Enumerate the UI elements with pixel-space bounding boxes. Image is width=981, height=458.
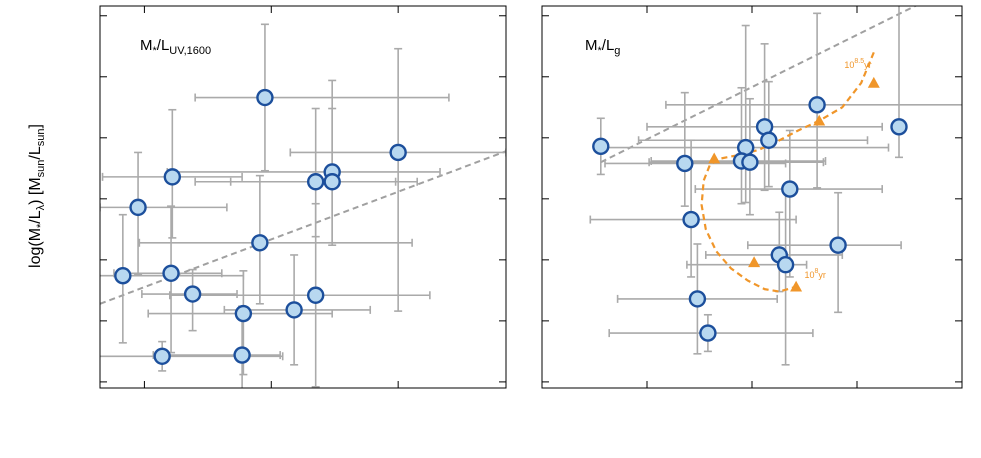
- age-annotation-base: 10: [805, 270, 815, 280]
- age-marker-3: [708, 152, 721, 164]
- data-point-14: [285, 301, 303, 319]
- plot-area: [100, 23, 506, 388]
- error-bar-12: [168, 202, 431, 388]
- y-title-part: sun: [35, 128, 47, 146]
- age-annotation-base: 10: [844, 60, 854, 70]
- age-annotation-1: 108.5yr: [844, 58, 871, 70]
- y-title-part: /L: [27, 210, 44, 223]
- panel-label-uv: M*/LUV,1600: [140, 37, 211, 57]
- label-part: *: [153, 45, 158, 57]
- y-axis-title: log(M*/Lλ) [Msun/Lsun]: [27, 124, 47, 268]
- label-part: UV,1600: [169, 45, 211, 57]
- age-annotation-2: 108yr: [805, 268, 826, 280]
- panel-label-g: M*/Lg: [585, 37, 620, 57]
- data-point-5: [306, 173, 325, 191]
- data-point-14: [776, 256, 795, 274]
- data-point-4: [323, 173, 341, 191]
- data-point-13: [234, 304, 253, 323]
- data-point-11: [682, 210, 700, 229]
- age-marker-1: [867, 76, 880, 88]
- data-point-6: [163, 168, 182, 186]
- data-point-15: [153, 347, 171, 365]
- y-title-part: ) [M: [27, 177, 44, 205]
- trend-line: [100, 150, 506, 305]
- y-title-part: sun: [35, 160, 47, 178]
- label-part: M: [140, 37, 153, 54]
- error-bar-4: [637, 80, 869, 188]
- y-title-part: λ: [35, 204, 47, 210]
- label-part: M: [585, 37, 598, 54]
- y-title-part: log(M: [27, 228, 44, 268]
- plot-frame: [99, 5, 507, 389]
- label-part: /L: [602, 37, 615, 54]
- data-point-15: [688, 290, 707, 308]
- label-part: /L: [157, 37, 170, 54]
- age-annotation-exp: 8.5: [854, 58, 864, 65]
- label-part: *: [598, 45, 603, 57]
- panel-1: [99, 5, 507, 389]
- error-bar-7: [100, 151, 228, 276]
- data-point-9: [114, 267, 132, 285]
- y-title-part: *: [35, 223, 47, 228]
- data-point-1: [256, 88, 274, 107]
- data-point-16: [233, 346, 251, 364]
- data-point-2: [389, 143, 407, 162]
- data-point-10: [162, 264, 180, 282]
- data-point-16: [699, 324, 717, 342]
- age-annotation-unit: yr: [864, 60, 872, 70]
- data-point-11: [183, 285, 202, 303]
- plot-area: [589, 6, 962, 366]
- data-point-5: [592, 137, 610, 156]
- age-marker-2: [813, 114, 826, 126]
- data-point-10: [781, 180, 799, 198]
- data-point-1: [808, 96, 826, 114]
- data-point-2: [890, 118, 908, 136]
- data-point-12: [306, 286, 325, 304]
- data-point-9: [676, 154, 694, 173]
- error-bar-15: [100, 340, 284, 372]
- y-title-part: ]: [27, 124, 44, 128]
- data-point-12: [829, 236, 847, 254]
- age-annotation-exp: 8: [815, 268, 819, 275]
- error-bar-1: [194, 23, 450, 172]
- error-bar-9: [100, 213, 245, 344]
- data-point-7: [129, 198, 147, 217]
- data-point-8: [741, 153, 759, 171]
- age-marker-4: [748, 256, 761, 268]
- error-bar-12: [746, 191, 902, 314]
- label-part: g: [614, 45, 620, 57]
- data-point-8: [251, 234, 269, 252]
- age-marker-5: [790, 280, 803, 292]
- error-bar-3: [166, 79, 441, 247]
- y-title-part: /L: [27, 146, 44, 159]
- age-annotation-unit: yr: [818, 270, 826, 280]
- error-bar-8: [138, 174, 413, 305]
- data-point-4: [760, 131, 778, 149]
